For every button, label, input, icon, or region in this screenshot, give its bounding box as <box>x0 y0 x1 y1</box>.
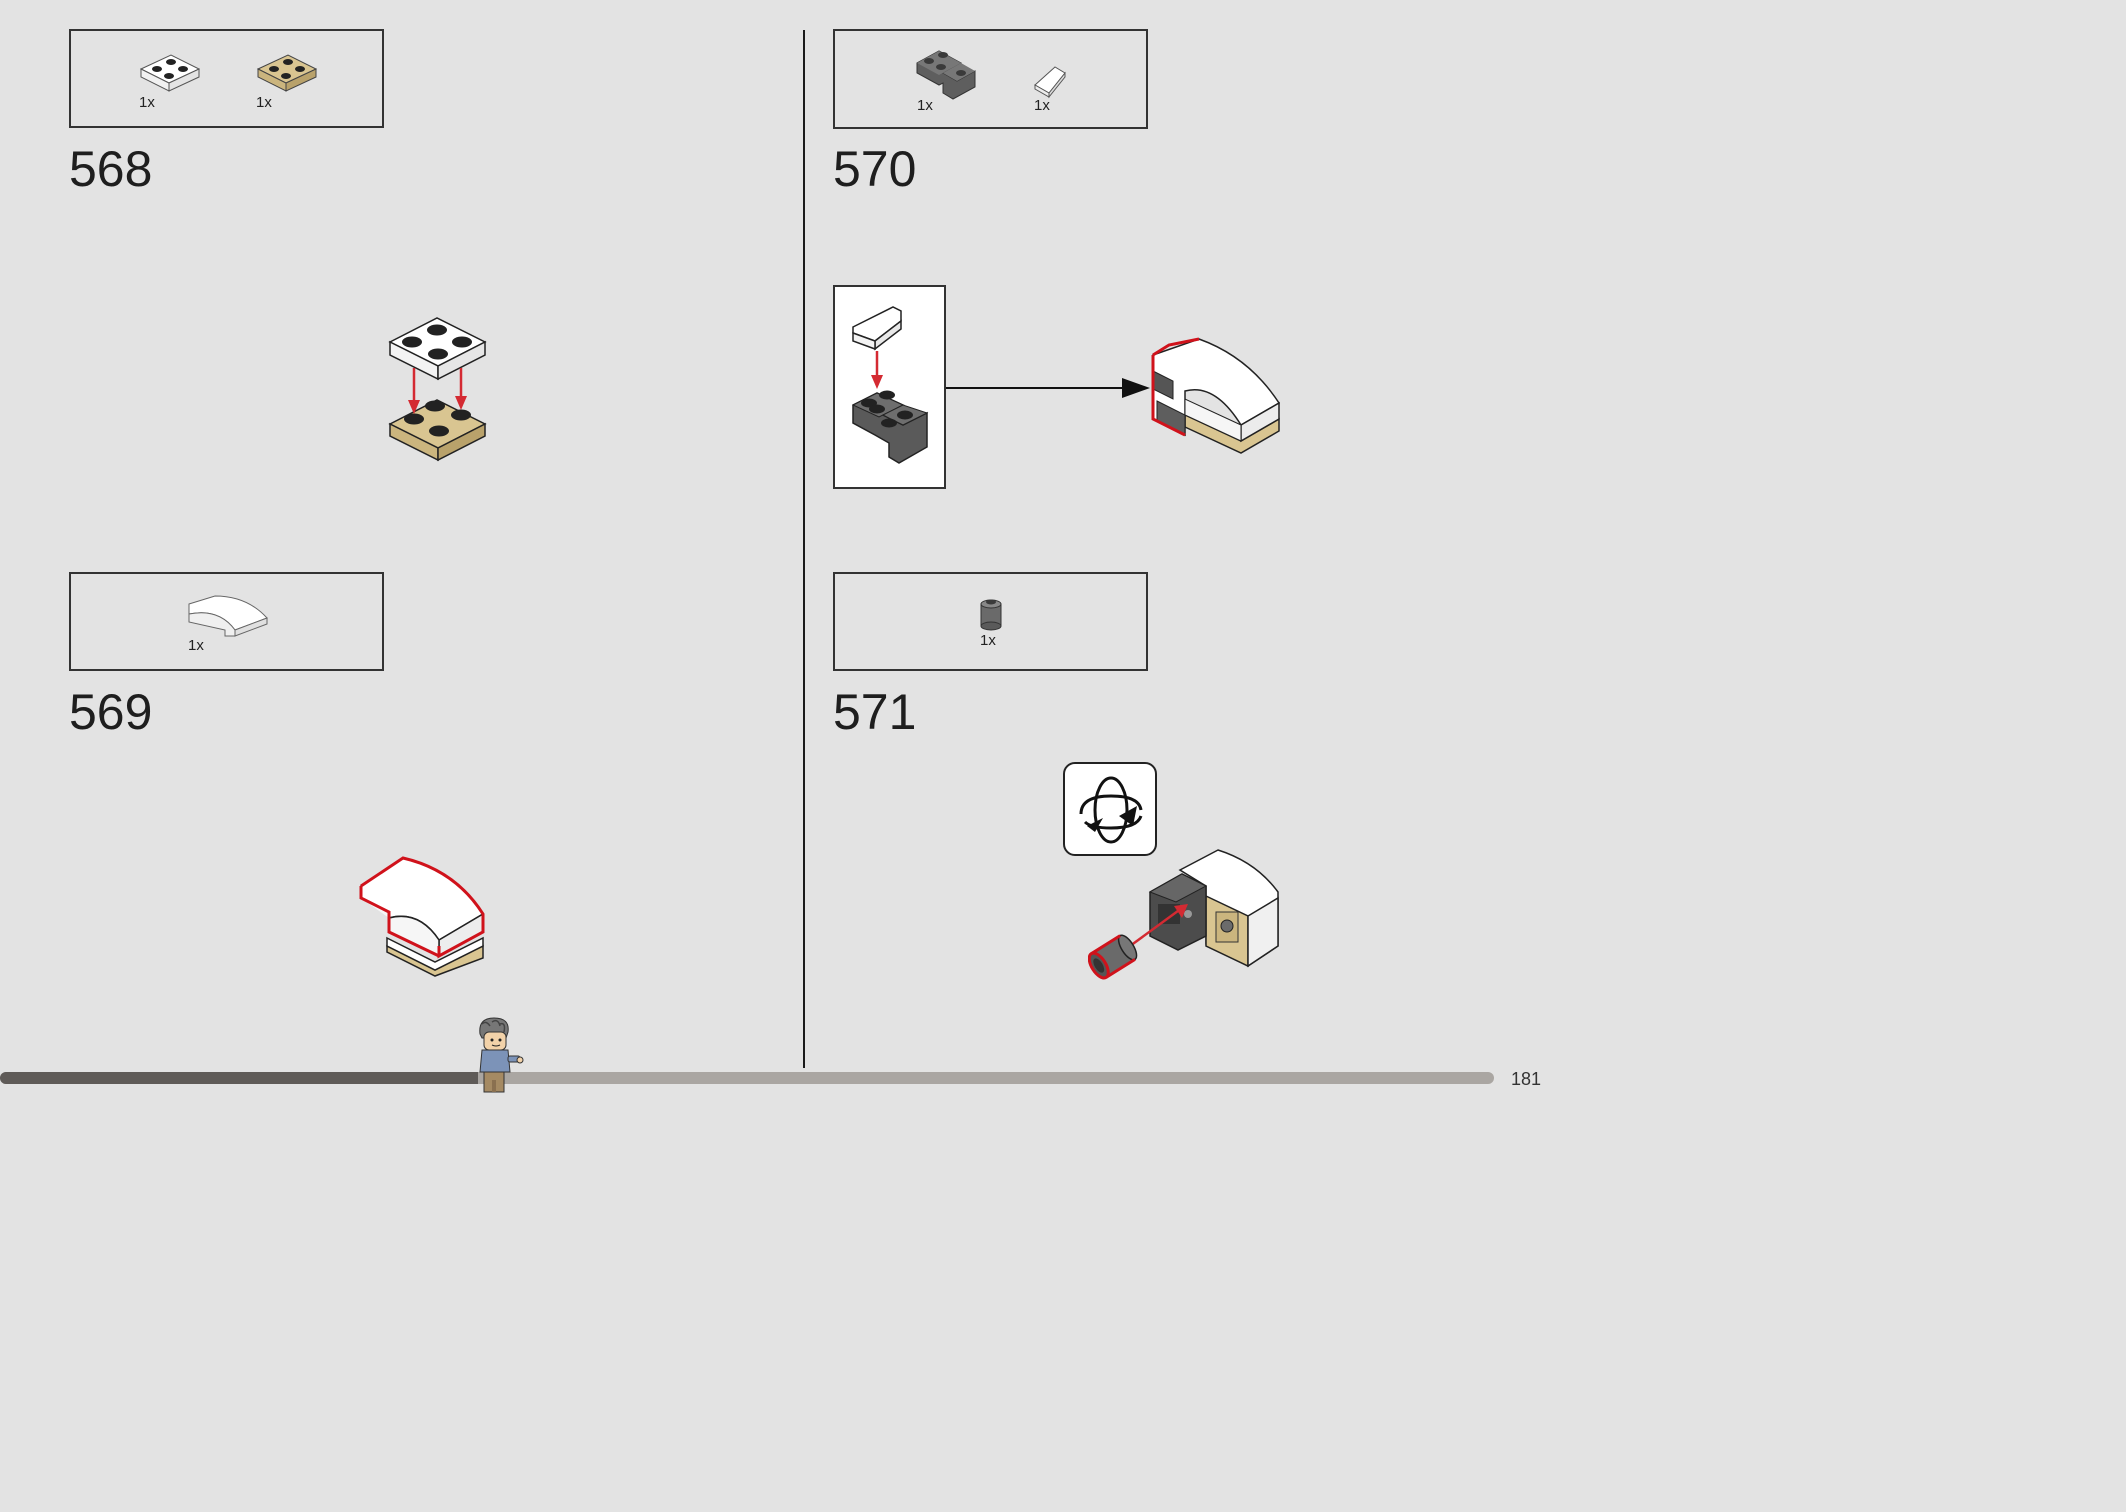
step-number-569: 569 <box>69 684 153 740</box>
part-qty: 1x <box>139 94 155 111</box>
part-qty: 1x <box>188 637 204 654</box>
parts-list-568: 1x 1x <box>69 29 384 128</box>
subassembly-callout-570 <box>833 285 946 489</box>
part-qty: 1x <box>917 97 933 114</box>
assembly-568-illustration <box>388 317 487 462</box>
minifigure-icon <box>479 1017 524 1093</box>
part-qty: 1x <box>256 94 272 111</box>
white-curved-slope-icon <box>188 595 268 637</box>
placement-arrow <box>946 378 1150 398</box>
step-number-568: 568 <box>69 141 153 197</box>
dark-gray-corner-brick-icon <box>916 50 976 100</box>
assembly-569-illustration <box>359 856 485 977</box>
progress-bar-fill <box>0 1072 479 1084</box>
step-number-570: 570 <box>833 141 917 197</box>
white-cheese-slope-icon <box>1034 66 1066 99</box>
parts-list-571: 1x <box>833 572 1148 671</box>
rotate-model-callout <box>1063 762 1157 856</box>
rotate-icon <box>1079 776 1143 844</box>
assembly-570-illustration <box>1151 337 1281 454</box>
parts-list-570: 1x 1x <box>833 29 1148 129</box>
page-number: 181 <box>1511 1069 1542 1089</box>
step-number-571: 571 <box>833 684 917 740</box>
page-divider <box>803 30 805 1068</box>
progress-bar <box>0 1072 1494 1084</box>
dark-gray-round-brick-icon <box>980 599 1002 631</box>
instruction-page: 1x 1x 568 1 <box>0 29 1542 1093</box>
white-2x2-plate-icon <box>139 54 201 92</box>
part-qty: 1x <box>1034 97 1050 114</box>
subassembly-illustration <box>851 306 929 464</box>
parts-list-569: 1x <box>69 572 384 671</box>
assembly-571-illustration <box>1088 849 1279 980</box>
part-qty: 1x <box>980 632 996 649</box>
tan-2x2-plate-icon <box>256 54 318 92</box>
